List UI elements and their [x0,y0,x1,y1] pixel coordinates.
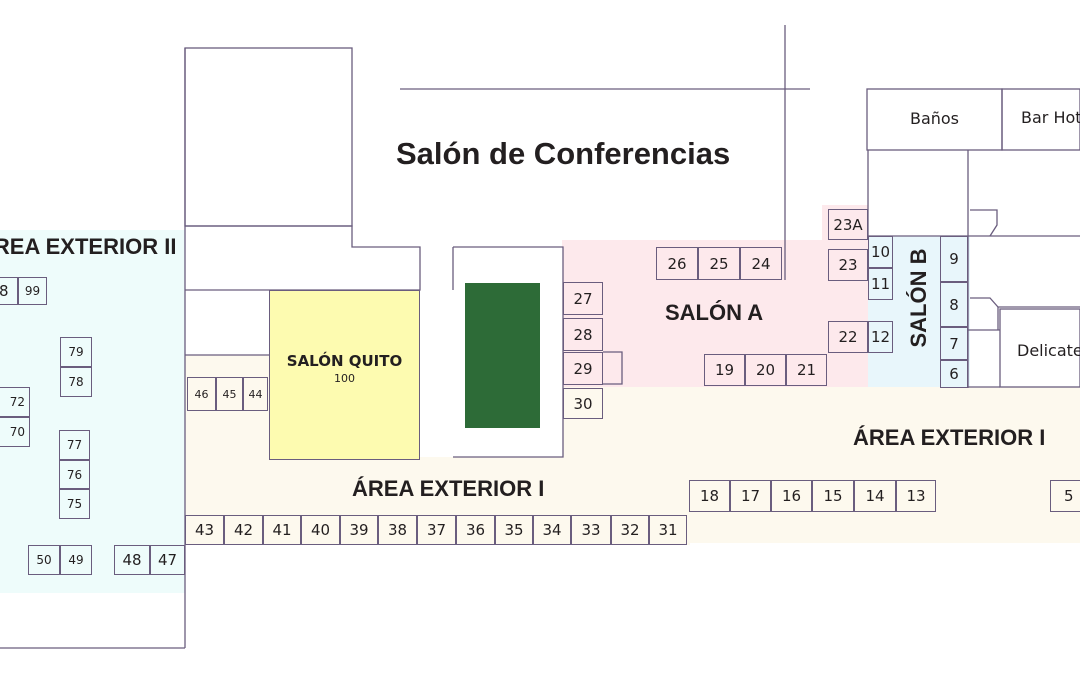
booth[interactable]: 6 [940,360,968,388]
booth[interactable]: 44 [243,377,268,411]
salon-quito[interactable] [269,290,420,460]
booth[interactable]: 48 [114,545,150,575]
booth[interactable]: 16 [771,480,812,512]
booth[interactable]: 30 [563,388,603,419]
booth[interactable]: 8 [940,282,968,327]
salon-quito-label: SALÓN QUITO [286,352,403,370]
salon-quito-number: 100 [334,372,355,385]
booth[interactable]: 99 [18,277,47,305]
booth[interactable]: 9 [940,236,968,282]
booth[interactable]: 34 [533,515,571,545]
booth[interactable]: 37 [417,515,456,545]
booth[interactable]: 31 [649,515,687,545]
booth[interactable]: 77 [59,430,90,460]
booth[interactable]: 41 [263,515,301,545]
booth[interactable]: 27 [563,282,603,315]
booth[interactable]: 17 [730,480,771,512]
zone-label-exterior-i-right: ÁREA EXTERIOR I [853,425,1046,450]
room-bar: Bar Hotel [1021,108,1080,127]
booth[interactable]: 76 [59,460,90,489]
booth[interactable]: 40 [301,515,340,545]
booth[interactable]: 5 [1050,480,1080,512]
booth[interactable]: 43 [185,515,224,545]
zone-label-exterior-i-left: ÁREA EXTERIOR I [352,476,545,501]
room-banos: Baños [909,109,960,128]
booth[interactable]: 32 [611,515,649,545]
zone-salon-a-top [822,205,868,240]
booth[interactable]: 26 [656,247,698,280]
zone-salon-b [868,236,970,387]
booth[interactable]: 25 [698,247,740,280]
zone-label-exterior-ii: ÁREA EXTERIOR II [0,234,177,259]
booth[interactable]: 47 [150,545,185,575]
booth[interactable]: 22 [828,321,868,353]
booth[interactable]: 23A [828,209,868,240]
booth[interactable]: 38 [378,515,417,545]
booth[interactable]: 28 [563,318,603,351]
zone-exterior-i-right [600,387,1080,543]
stage [465,283,540,428]
booth[interactable]: 18 [689,480,730,512]
booth[interactable]: 70 [0,417,30,447]
zone-salon-a [562,240,868,387]
booth[interactable]: 15 [812,480,854,512]
booth[interactable]: 42 [224,515,263,545]
booth[interactable]: 39 [340,515,378,545]
booth[interactable]: 19 [704,354,745,386]
booth[interactable]: 98 [0,277,18,305]
booth[interactable]: 78 [60,367,92,397]
page-title: Salón de Conferencias [396,136,731,171]
booth[interactable]: 20 [745,354,786,386]
booth[interactable]: 13 [896,480,936,512]
booth[interactable]: 12 [868,321,893,353]
zone-exterior-ii [0,230,185,593]
booth[interactable]: 21 [786,354,827,386]
booth[interactable]: 29 [563,352,603,385]
booth[interactable]: 24 [740,247,782,280]
booth[interactable]: 35 [495,515,533,545]
zone-label-salon-b: SALÓN B [906,248,931,348]
booth[interactable]: 14 [854,480,896,512]
booth[interactable]: 79 [60,337,92,367]
booth[interactable]: 75 [59,489,90,519]
booth[interactable]: 33 [571,515,611,545]
zone-label-salon-a: SALÓN A [665,300,764,325]
booth[interactable]: 45 [216,377,243,411]
booth[interactable]: 72 [0,387,30,417]
booth[interactable]: 23 [828,249,868,281]
booth[interactable]: 50 [28,545,60,575]
booth[interactable]: 11 [868,268,893,300]
booth[interactable]: 7 [940,327,968,360]
room-delicatessen: Delicatessen [1017,341,1080,360]
booth[interactable]: 10 [868,236,893,268]
booth[interactable]: 36 [456,515,495,545]
booth[interactable]: 46 [187,377,216,411]
booth[interactable]: 49 [60,545,92,575]
